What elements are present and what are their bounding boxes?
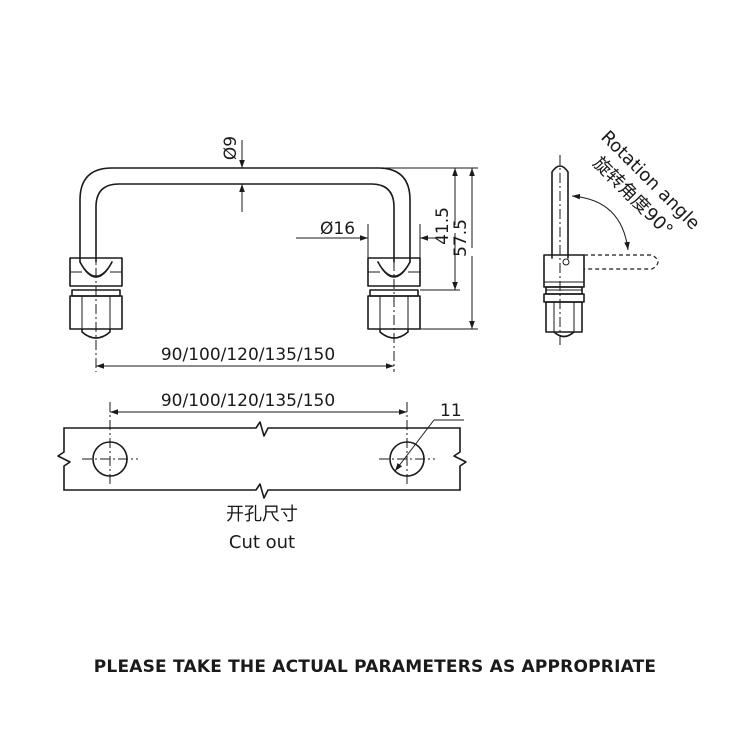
cutout-pitch-label: 90/100/120/135/150	[161, 391, 335, 411]
hole-diameter-label: 11	[440, 401, 462, 421]
handle-pitch-label: 90/100/120/135/150	[161, 345, 335, 365]
cutout-caption-en: Cut out	[229, 532, 295, 553]
rod-diameter-label: Ø9	[221, 136, 241, 160]
handle-front-view: Ø9 Ø16 41.5 57.5 90/100/120/135/150	[69, 136, 478, 372]
footer-note: PLEASE TAKE THE ACTUAL PARAMETERS AS APP…	[94, 657, 657, 677]
handle-rod-outer	[79, 167, 411, 263]
boss-diameter-label: Ø16	[320, 219, 355, 239]
handle-side-view: Rotation angle 旋转角度90°	[543, 127, 704, 345]
handle-rod-inner	[95, 183, 395, 263]
cutout-caption-cn: 开孔尺寸	[226, 504, 298, 525]
height-total-label: 57.5	[451, 219, 471, 257]
height-inner-label: 41.5	[433, 207, 453, 245]
cutout-view: 90/100/120/135/150 11 开孔尺寸 Cut out	[57, 391, 467, 553]
